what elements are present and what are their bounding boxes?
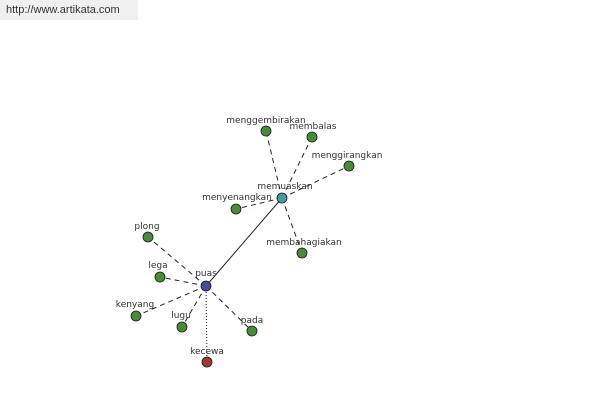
edge-puas-kenyang xyxy=(135,285,207,317)
node-label-menyenangkan: menyenangkan xyxy=(202,193,272,203)
node-plong[interactable] xyxy=(142,231,154,243)
node-menyenangkan[interactable] xyxy=(230,203,242,215)
node-puas[interactable] xyxy=(200,280,212,292)
node-label-puas: puas xyxy=(195,269,217,279)
nodes xyxy=(130,125,355,368)
edge-memuaskan-membahagiakan xyxy=(281,197,303,254)
watermark-url: http://www.artikata.com xyxy=(0,0,138,20)
node-lugu[interactable] xyxy=(176,321,188,333)
edge-memuaskan-menggembirakan xyxy=(265,130,283,199)
node-label-kecewa: kecewa xyxy=(190,347,224,357)
edge-puas-plong xyxy=(147,236,207,287)
node-pada[interactable] xyxy=(246,325,258,337)
edge-puas-kecewa xyxy=(205,285,208,363)
node-label-menggembirakan: menggembirakan xyxy=(226,116,305,126)
node-menggirangkan[interactable] xyxy=(343,160,355,172)
node-kecewa[interactable] xyxy=(201,356,213,368)
edge-puas-memuaskan xyxy=(205,197,283,287)
node-membalas[interactable] xyxy=(306,131,318,143)
edge-memuaskan-membalas xyxy=(281,136,313,199)
node-label-lega: lega xyxy=(148,261,167,271)
edge-memuaskan-menyenangkan xyxy=(235,197,283,210)
node-membahagiakan[interactable] xyxy=(296,247,308,259)
node-label-pada: pada xyxy=(241,316,263,326)
edges xyxy=(135,130,350,363)
edge-memuaskan-menggirangkan xyxy=(281,165,350,199)
node-menggembirakan[interactable] xyxy=(260,125,272,137)
edge-puas-lega xyxy=(159,276,207,287)
node-label-membalas: membalas xyxy=(289,122,336,132)
node-label-plong: plong xyxy=(134,222,159,232)
node-label-kenyang: kenyang xyxy=(116,300,154,310)
node-lega[interactable] xyxy=(154,271,166,283)
node-label-lugu: lugu xyxy=(171,311,191,321)
edge-puas-pada xyxy=(205,285,253,332)
node-kenyang[interactable] xyxy=(130,310,142,322)
node-label-memuaskan: memuaskan xyxy=(257,182,312,192)
node-label-membahagiakan: membahagiakan xyxy=(266,238,342,248)
node-memuaskan[interactable] xyxy=(276,192,288,204)
edge-puas-lugu xyxy=(181,285,207,328)
node-label-menggirangkan: menggirangkan xyxy=(312,151,383,161)
